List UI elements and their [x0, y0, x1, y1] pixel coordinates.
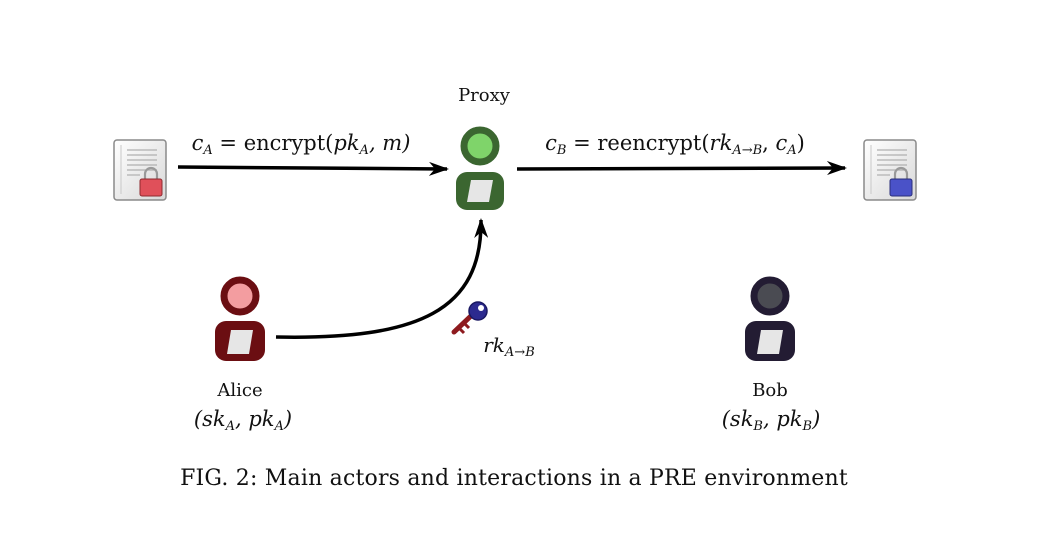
encrypted-document-bob-icon: [863, 139, 917, 201]
bob-sk: sk: [729, 407, 754, 431]
encrypt-c-sub: A: [203, 143, 213, 158]
reencrypt-label: cB = reencrypt(rkA→B, cA): [545, 131, 805, 158]
bob-keys-open: (: [721, 407, 730, 431]
bob-sk-sub: B: [753, 419, 763, 434]
bob-keys: (skB, pkB): [722, 407, 821, 434]
bob-actor-icon: [745, 276, 795, 361]
encrypt-pk-sub: A: [359, 143, 369, 158]
proxy-label: Proxy: [458, 85, 510, 106]
encrypt-c: c: [191, 131, 204, 155]
rekey-arrow: [275, 218, 489, 339]
encrypted-document-alice-icon: [113, 139, 167, 201]
encrypt-eq: = encrypt(: [212, 131, 334, 155]
alice-pk-sub: A: [274, 419, 284, 434]
bob-pk: pk: [776, 407, 803, 431]
rekey-label: rkA→B: [483, 333, 535, 360]
reencrypt-close: ): [796, 131, 805, 155]
encrypt-label: cA = encrypt(pkA, m): [192, 131, 411, 158]
alice-sk-sub: A: [225, 419, 235, 434]
reencrypt-rk: rk: [709, 131, 733, 155]
alice-keys-sep: ,: [234, 407, 249, 431]
reencrypt-c-sub: B: [556, 143, 567, 158]
reencrypt-rk-sub: A→B: [732, 143, 763, 158]
bob-pk-sub: B: [802, 419, 813, 434]
alice-keys-close: ): [283, 407, 293, 431]
encrypt-pk: pk: [333, 131, 360, 155]
reencrypt-mid: ,: [762, 131, 776, 155]
reencrypt-c2: c: [775, 131, 788, 155]
bob-keys-sep: ,: [762, 407, 777, 431]
reencrypt-c: c: [545, 131, 557, 155]
bob-keys-close: ): [812, 407, 821, 431]
rekey-rk: rk: [483, 333, 505, 357]
alice-keys-open: (: [193, 407, 203, 431]
encrypt-rest: , m): [368, 131, 411, 155]
encrypt-arrow: [177, 161, 449, 176]
reencrypt-c2-sub: A: [787, 143, 797, 158]
alice-keys: (skA, pkA): [194, 407, 292, 434]
alice-actor-icon: [215, 276, 265, 361]
alice-pk: pk: [248, 407, 275, 431]
proxy-actor-icon: [456, 126, 504, 210]
bob-label: Bob: [752, 380, 788, 401]
alice-label: Alice: [217, 380, 263, 401]
figure-caption: FIG. 2: Main actors and interactions in …: [180, 466, 848, 491]
reencrypt-eq: = reencrypt(: [566, 131, 710, 155]
rekey-rk-sub: A→B: [504, 345, 535, 360]
reencrypt-arrow: [516, 161, 847, 176]
alice-sk: sk: [202, 407, 226, 431]
re-encryption-key-icon: [451, 301, 488, 335]
